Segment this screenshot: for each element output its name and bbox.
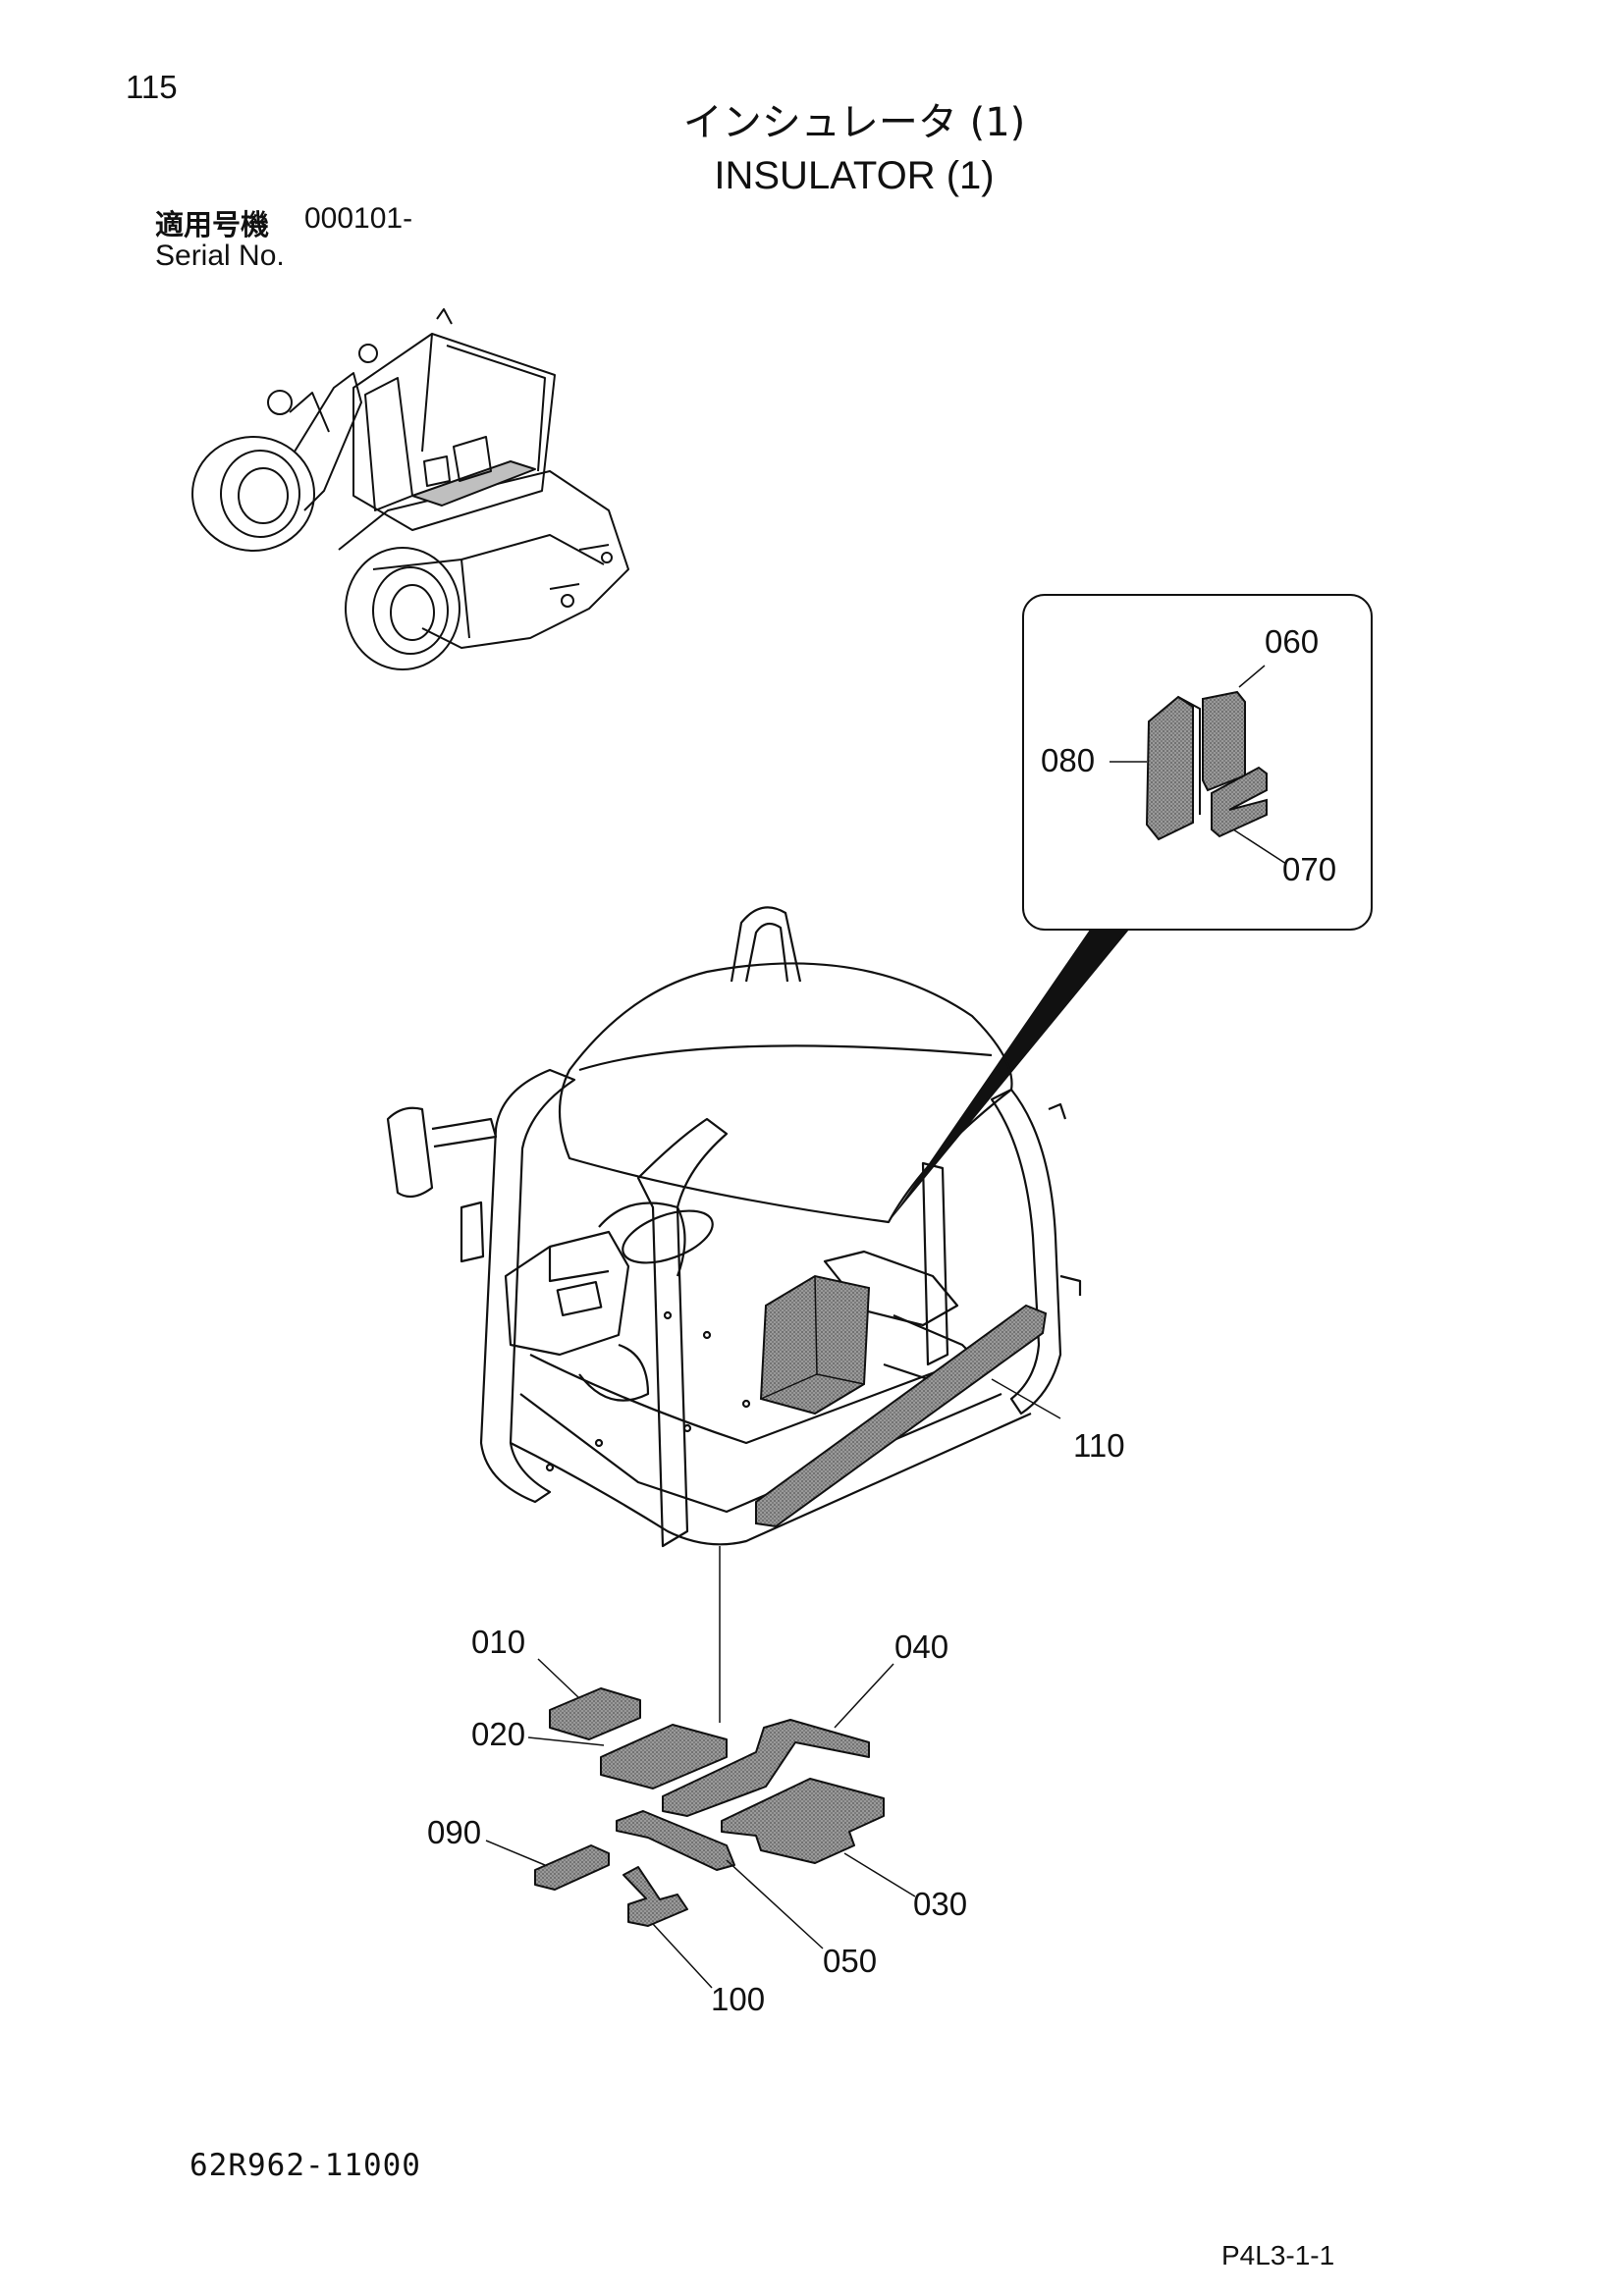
- callout-100: 100: [711, 1981, 765, 2017]
- leader-lines: [485, 1378, 1061, 1989]
- serial-value: 000101-: [304, 202, 413, 235]
- callout-080: 080: [1041, 742, 1095, 778]
- detail-box: [889, 594, 1373, 1222]
- page-code: P4L3-1-1: [1221, 2240, 1335, 2270]
- serial-label: Serial No.: [155, 240, 285, 272]
- callout-010: 010: [471, 1624, 525, 1660]
- cab-frame: [386, 906, 1082, 1548]
- callout-090: 090: [427, 1814, 481, 1850]
- callout-050: 050: [823, 1943, 877, 1979]
- floor-mats: [534, 1546, 885, 1927]
- page-title: INSULATOR (1): [714, 154, 995, 197]
- callout-040: 040: [894, 1629, 948, 1665]
- callout-070: 070: [1282, 851, 1336, 887]
- callout-030: 030: [913, 1886, 967, 1922]
- callout-110: 110: [1073, 1427, 1125, 1464]
- page-title-jp: インシュレータ (1): [682, 100, 1026, 145]
- callout-060: 060: [1265, 623, 1319, 660]
- callout-020: 020: [471, 1716, 525, 1752]
- serial-label-jp: 適用号機: [155, 208, 270, 241]
- machine-overview: [191, 308, 629, 670]
- page-number: 115: [126, 69, 178, 105]
- drawing-number: 62R962-11000: [189, 2148, 421, 2183]
